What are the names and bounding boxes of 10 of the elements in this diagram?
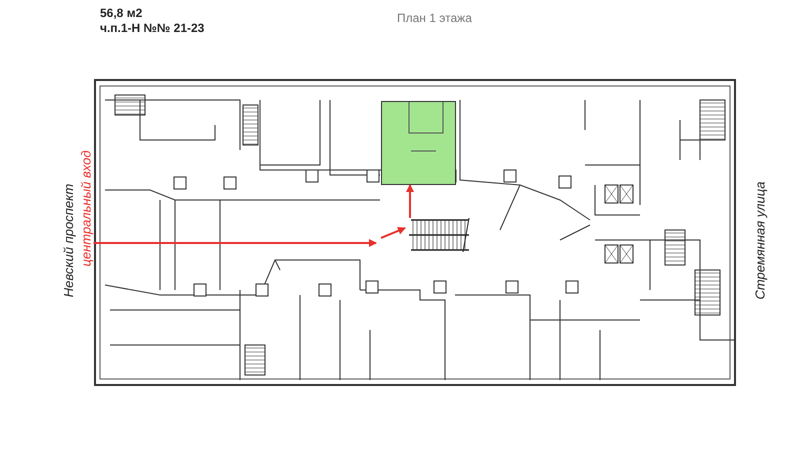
street-label: Стремянная улица: [752, 180, 768, 300]
area-label: 56,8 м2: [100, 6, 142, 20]
street-label: Невский проспект: [60, 183, 76, 297]
entrance-label: центральный вход: [78, 150, 94, 266]
arrow: [94, 239, 377, 247]
unit-number-label: ч.п.1-Н №№ 21-23: [100, 21, 204, 35]
highlighted-unit: [381, 101, 456, 185]
arrow: [406, 184, 414, 218]
plan-title: План 1 этажа: [397, 11, 472, 25]
arrow: [380, 227, 406, 239]
